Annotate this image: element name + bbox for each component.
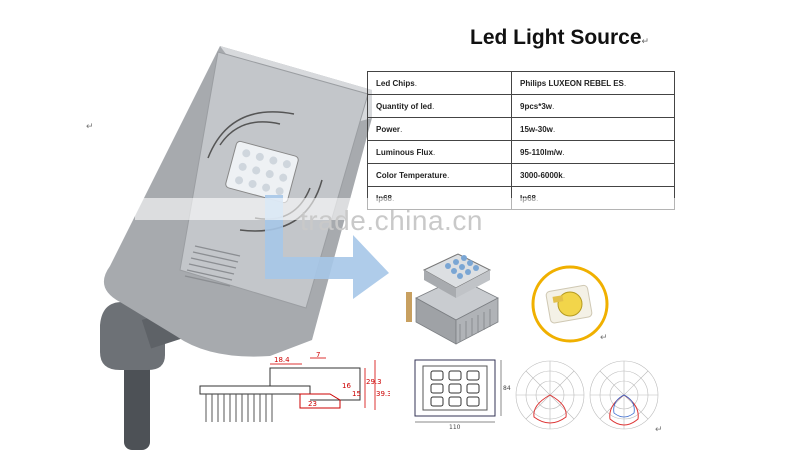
arrow-right-icon xyxy=(265,195,389,299)
table-row: Quantity of led. 9pcs*3w. xyxy=(367,94,675,118)
spec-table: Led Chips. Philips LUXEON REBEL ES. Quan… xyxy=(367,71,675,210)
table-row: Led Chips. Philips LUXEON REBEL ES. xyxy=(367,71,675,95)
svg-text:18.4: 18.4 xyxy=(274,356,290,364)
spec-value: 9pcs*3w. xyxy=(511,94,675,118)
spec-label: Color Temperature. xyxy=(367,163,512,187)
spec-value: 95-110lm/w. xyxy=(511,140,675,164)
spec-value: Philips LUXEON REBEL ES. xyxy=(511,71,675,95)
page-title: Led Light Source↵ xyxy=(470,26,650,49)
spec-label: Luminous Flux. xyxy=(367,140,512,164)
heatsink-drawing: 18.4 7 16 29.3 39.3 15 23 xyxy=(199,351,390,422)
watermark-band xyxy=(135,198,735,220)
table-row: Color Temperature. 3000-6000k. xyxy=(367,163,675,187)
spec-value: 3000-6000k. xyxy=(511,163,675,187)
return-mark: ↵ xyxy=(600,332,608,342)
table-row: Luminous Flux. 95-110lm/w. xyxy=(367,140,675,164)
spec-label: Led Chips. xyxy=(367,71,512,95)
return-mark: ↵ xyxy=(86,121,94,131)
svg-text:15: 15 xyxy=(352,390,361,398)
return-mark: ↵ xyxy=(655,424,663,434)
svg-text:110: 110 xyxy=(449,424,461,431)
table-row: Power. 15w-30w. xyxy=(367,117,675,141)
led-module-photo xyxy=(406,253,499,345)
module-drawing: 110 84 xyxy=(414,359,511,431)
led-chip-photo xyxy=(531,265,609,343)
polar-distribution-diagram xyxy=(515,360,659,430)
svg-text:84: 84 xyxy=(503,385,511,392)
spec-label: Power. xyxy=(367,117,512,141)
svg-text:16: 16 xyxy=(342,382,351,390)
svg-text:23: 23 xyxy=(308,400,317,408)
svg-text:29.3: 29.3 xyxy=(366,378,382,386)
spec-label: Quantity of led. xyxy=(367,94,512,118)
svg-text:39.3: 39.3 xyxy=(376,390,390,398)
spec-value: 15w-30w. xyxy=(511,117,675,141)
watermark-text: trade.china.cn xyxy=(300,205,483,236)
svg-text:7: 7 xyxy=(316,351,320,359)
